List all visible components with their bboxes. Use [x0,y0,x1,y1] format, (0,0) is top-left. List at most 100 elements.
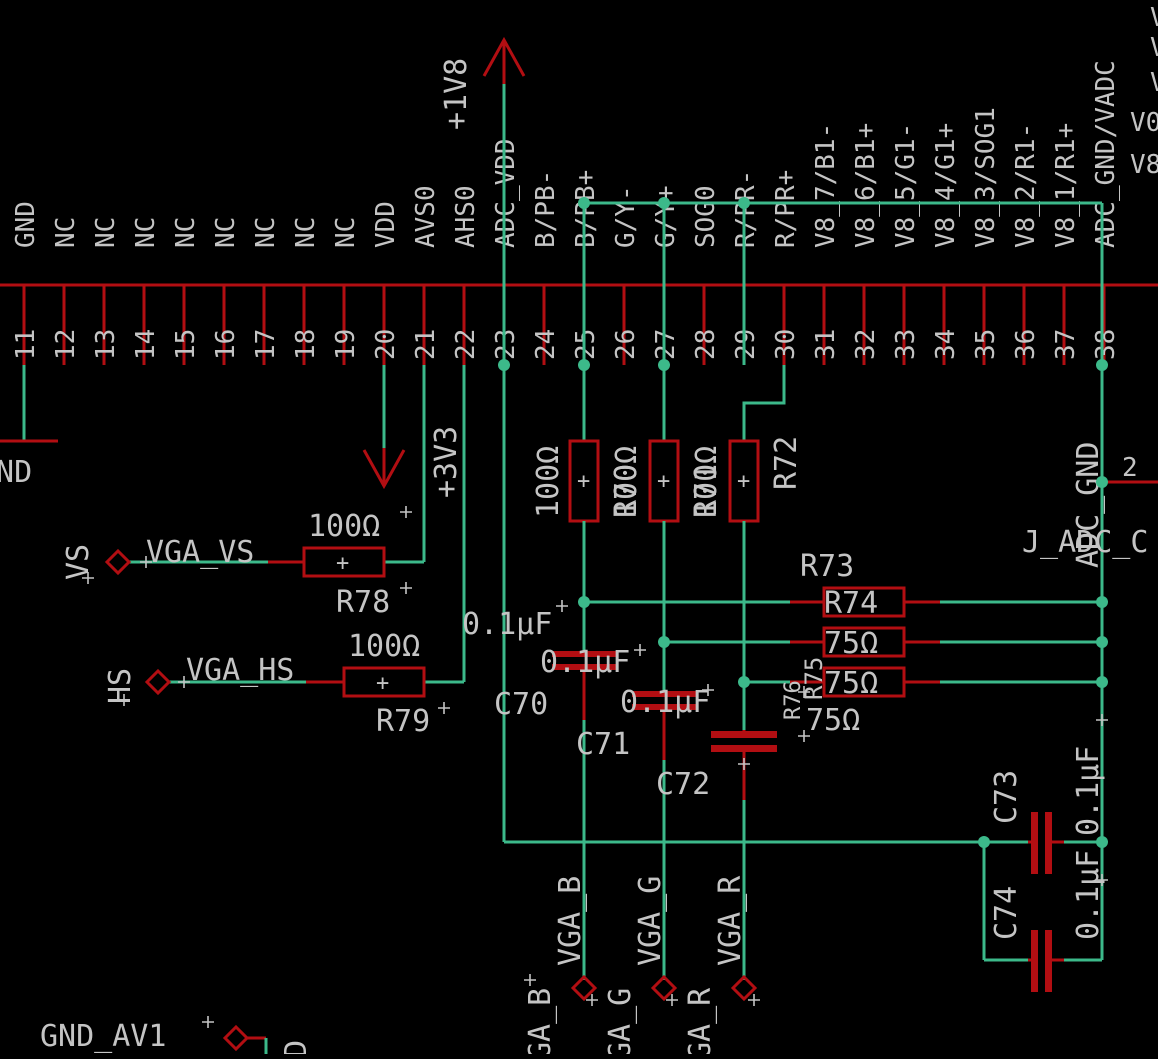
ic-pin-name: ADC_GND/VADC [1091,60,1121,248]
r72-name: R72 [769,436,804,490]
net-label-vga-r: VGA_R [713,875,748,966]
ic-pin-name: NC [211,217,241,248]
corner-label: V8_ [1150,3,1158,33]
r78-name: R78 [336,585,390,620]
net-label-adc-gnd: ADC_GND [1071,442,1106,568]
power-label-1v8: +1V8 [439,58,474,130]
resistor-marker: + [336,551,349,576]
r-term-value: 75Ω [824,626,878,661]
power-label-3v3: +3V3 [429,426,464,498]
capacitor-c71[interactable] [632,691,696,697]
capacitor-c74[interactable] [1031,930,1038,992]
resistor-r78[interactable] [302,546,386,578]
junction-dot [1096,836,1108,848]
ic-pin-name: NC [331,217,361,248]
ic-pin-name: R/PR+ [771,170,801,248]
corner-label: V8 [1130,150,1158,180]
origin-cross [202,1016,214,1028]
c73-name: C73 [989,770,1024,824]
r73-name: R73 [800,549,854,584]
resistor-marker: + [577,469,590,494]
origin-cross [556,600,568,612]
junction-dot [498,359,510,371]
origin-cross [738,758,750,770]
ic-pin-name: NC [251,217,281,248]
ic-pin-name: SOG0 [691,185,721,248]
ic-pin-number: 32 [851,329,881,360]
ic-pin-number: 34 [931,329,961,360]
junction-dot [658,636,670,648]
ic-pin-number: 12 [51,329,81,360]
junction-dot [658,359,670,371]
ic-pin-number: 31 [811,329,841,360]
ic-pin-number: 18 [291,329,321,360]
port-label-hs: HS [103,668,138,704]
power-arrow-icon[interactable] [362,449,406,490]
origin-cross [666,994,678,1006]
junction-dot [1096,636,1108,648]
origin-cross [1096,714,1108,726]
ic-pin-name: GND [11,201,41,248]
port-hs-icon[interactable] [144,668,172,696]
ic-pin-name: AVS0 [411,185,441,248]
ic-pin-number: 28 [691,329,721,360]
ic-pin-number: 38 [1091,329,1121,360]
ic-pin-name: V8_5/G1- [891,123,921,248]
port-label-fragment: D [279,1040,314,1054]
ic-pin-number: 15 [171,329,201,360]
c74-value: 0.1µF [1071,850,1106,940]
port-label-g: GA_G [603,988,638,1054]
c-top-value: 0.1µF [462,607,552,642]
ic-pin-name: NC [91,217,121,248]
ic-pin-number: 26 [611,329,641,360]
origin-cross [438,702,450,714]
ic-pin-name: NC [51,217,81,248]
junction-dot [1096,476,1108,488]
ic-pin-name: G/Y+ [651,185,681,248]
ic-pin-number: 11 [11,329,41,360]
r78-value: 100Ω [308,509,380,544]
origin-cross [1096,874,1108,886]
origin-cross [82,572,94,584]
c73-value: 0.1µF [1071,746,1106,836]
capacitor-c73[interactable] [1031,812,1038,874]
capacitor-c70[interactable] [552,651,616,657]
junction-dot [738,676,750,688]
origin-cross [178,676,190,688]
ic-pin-name: NC [291,217,321,248]
ic-pin-number: 33 [891,329,921,360]
ic-pin-name: V8_7/B1- [811,123,841,248]
ic-pin-number: 24 [531,329,561,360]
port-vs-icon[interactable] [104,548,132,576]
r79-name: R79 [376,704,430,739]
junction-dot [1096,596,1108,608]
port-gnd-av1-icon[interactable] [222,1024,250,1052]
r-term-value: 75Ω [824,666,878,701]
ic-pin-number: 16 [211,329,241,360]
ic-pin-number: 30 [771,329,801,360]
connector-label: J_ADC_C [1022,525,1148,560]
origin-cross [798,730,810,742]
port-vga-b-icon[interactable] [570,974,598,1002]
corner-label: V8_ [1150,33,1158,63]
junction-dot [578,359,590,371]
r74-name: R74 [824,586,878,621]
junction-dot [1096,359,1108,371]
resistor-marker: + [376,671,389,696]
gnd-label: GND [0,455,32,490]
c70-value: 0.1µF [540,645,630,680]
resistor-r79[interactable] [342,666,426,698]
origin-cross [586,994,598,1006]
net-label-gnd-av1: GND_AV1 [40,1019,166,1054]
resistor-marker: + [737,469,750,494]
port-vga-g-icon[interactable] [650,974,678,1002]
ic-pin-number: 22 [451,329,481,360]
ic-pin-number: 13 [91,329,121,360]
capacitor-c72[interactable] [711,731,777,738]
port-vga-r-icon[interactable] [730,974,758,1002]
ic-pin-number: 25 [571,329,601,360]
ic-pin-number: 19 [331,329,361,360]
